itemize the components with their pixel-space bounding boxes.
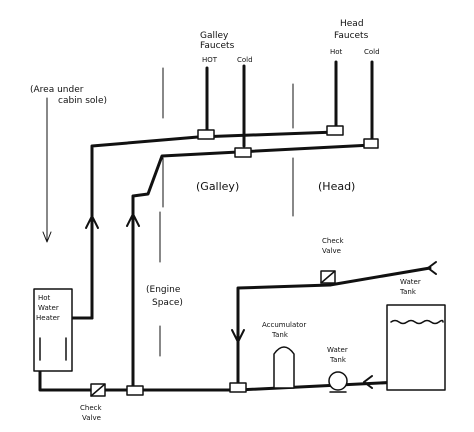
- accumulator-body: [273, 346, 295, 389]
- label-engine-space-2: Space): [152, 298, 183, 308]
- label-check-valve-top-1: Check: [322, 237, 344, 245]
- label-check-valve-bottom-1: Check: [80, 404, 102, 412]
- flow-arrow-left: [363, 375, 373, 389]
- pipe-tank-line: [236, 380, 402, 392]
- tank-body: [386, 304, 446, 391]
- area-boundaries: [42, 67, 294, 357]
- pipe-check-valve-line: [328, 266, 432, 287]
- label-heater-2: Water: [38, 304, 59, 312]
- label-galley-faucets-1: Galley: [200, 31, 229, 41]
- label-water-tank-1: Water: [400, 278, 421, 286]
- label-water-tank-2: Tank: [399, 288, 417, 296]
- label-accumulator-2: Tank: [271, 331, 289, 339]
- tee-fitting: [229, 382, 247, 393]
- label-heater-3: Heater: [36, 314, 60, 322]
- label-area-under-2: cabin sole): [58, 96, 107, 106]
- tee-fitting: [126, 385, 144, 396]
- label-galley-faucets-2: Faucets: [200, 41, 235, 51]
- tee-fitting: [197, 129, 215, 140]
- label-water-pump-1: Water: [327, 346, 348, 354]
- label-engine-space-1: (Engine: [146, 285, 181, 295]
- label-accumulator-1: Accumulator: [262, 321, 306, 329]
- check-valve-top: [320, 270, 336, 284]
- tee-fitting: [363, 138, 379, 149]
- label-check-valve-bottom-2: Valve: [82, 414, 101, 422]
- check-valve-diagonal: [90, 383, 106, 397]
- pipe-bottom-main: [38, 283, 332, 392]
- label-heater-1: Hot: [38, 294, 51, 302]
- tee-fittings: [126, 125, 379, 396]
- check-valve-bottom: [90, 383, 106, 397]
- flow-arrow-up: [126, 213, 140, 227]
- label-galley-hot: HOT: [202, 56, 218, 64]
- label-head: (Head): [318, 180, 355, 193]
- label-area-under-1: (Area under: [30, 85, 84, 95]
- flow-arrows: [85, 213, 437, 389]
- pipes: [38, 60, 432, 394]
- check-valve-diagonal: [320, 270, 336, 284]
- flow-arrow-down: [231, 329, 245, 343]
- pump-body: [328, 371, 348, 391]
- label-galley: (Galley): [196, 180, 239, 193]
- inlet-fork: [427, 261, 437, 275]
- label-check-valve-top-2: Valve: [322, 247, 341, 255]
- area-arrow-head: [42, 231, 52, 243]
- water-pump: [328, 371, 348, 393]
- flow-arrow-up: [85, 215, 99, 229]
- tee-fitting: [234, 147, 252, 158]
- label-head-faucets-2: Faucets: [334, 31, 369, 41]
- tee-fitting: [326, 125, 344, 136]
- label-head-hot: Hot: [330, 48, 343, 56]
- water-tank: [386, 304, 446, 391]
- label-head-cold: Cold: [364, 48, 380, 56]
- accumulator-tank: [273, 346, 295, 389]
- hot-water-heater: [33, 288, 73, 372]
- tank-water-level: [390, 319, 444, 325]
- label-water-pump-2: Tank: [329, 356, 347, 364]
- pipe-hot-manifold: [90, 130, 338, 320]
- label-head-faucets-1: Head: [340, 19, 364, 29]
- pipe-cold-manifold: [131, 143, 374, 394]
- label-galley-cold: Cold: [237, 56, 253, 64]
